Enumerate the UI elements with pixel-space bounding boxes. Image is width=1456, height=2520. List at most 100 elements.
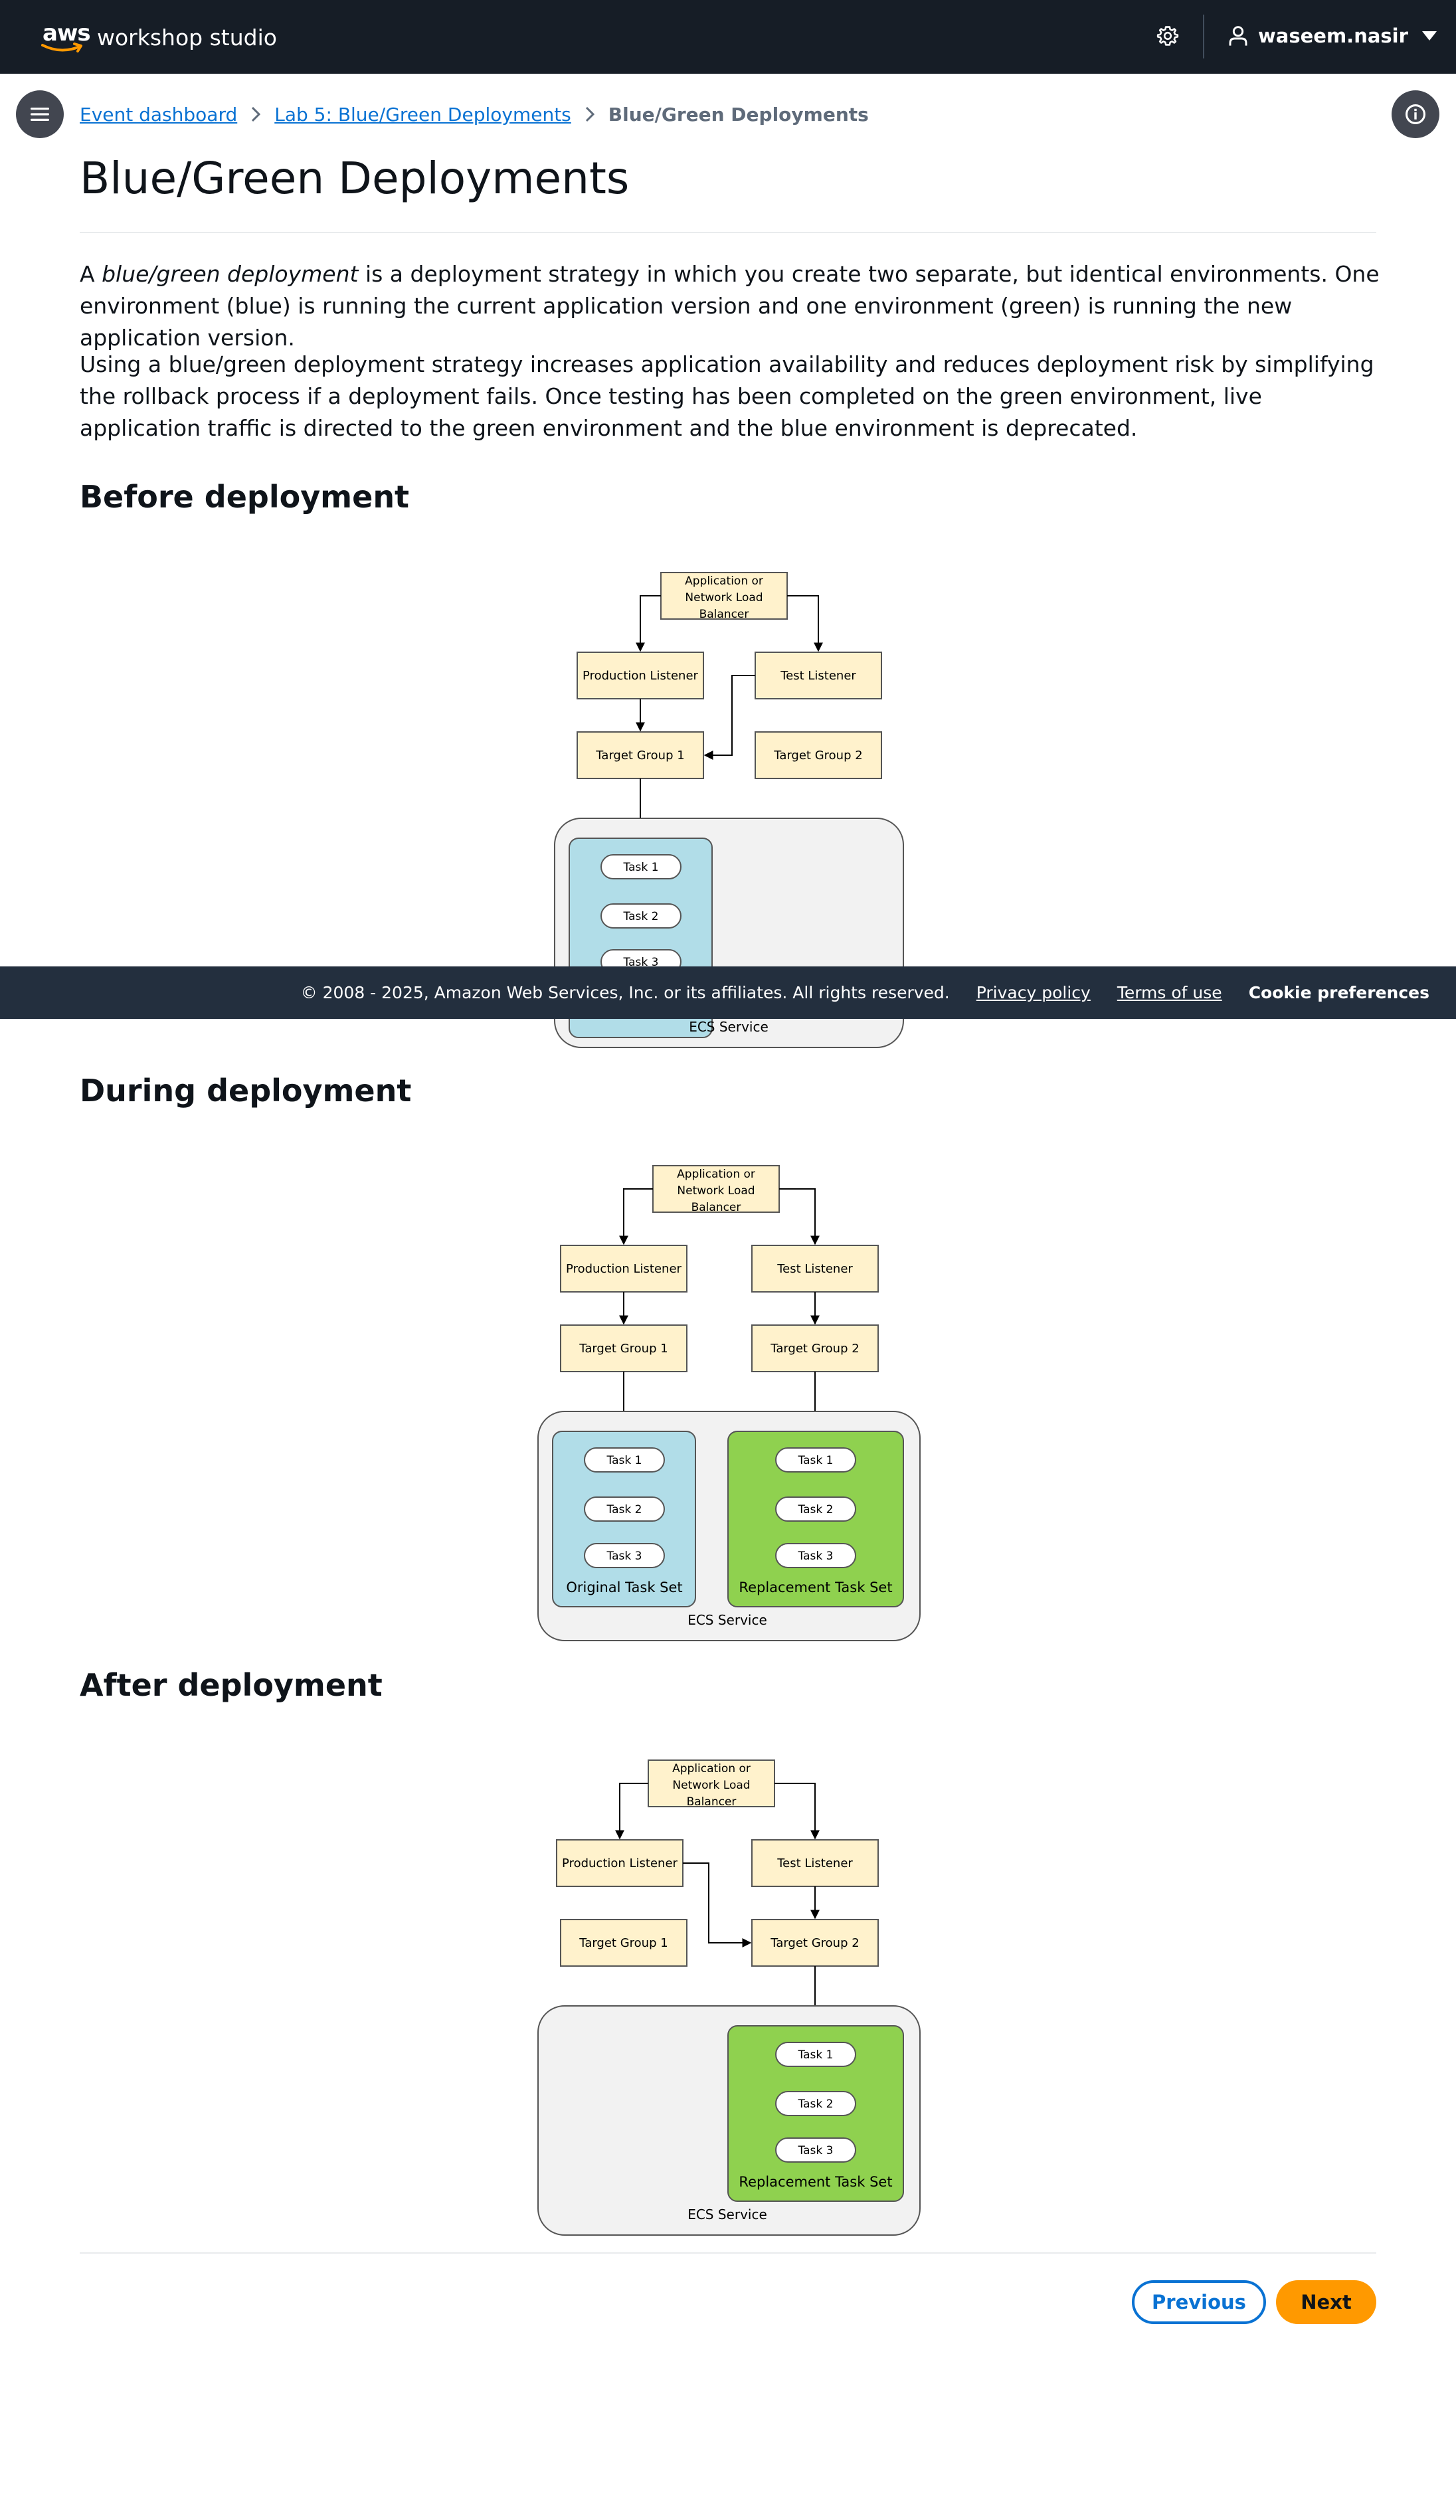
- target-group-2-box: [751, 1324, 879, 1372]
- task-3-label: Task 3: [606, 1550, 642, 1563]
- breadcrumb-current: Blue/Green Deployments: [608, 103, 869, 126]
- production-listener-label: Production Listener: [583, 669, 699, 683]
- production-listener-box: [577, 652, 704, 699]
- task-2-label: Task 2: [606, 1503, 642, 1516]
- ecs-service-label: ECS Service: [687, 2206, 767, 2222]
- section-after-deployment: After deployment: [80, 1667, 383, 1703]
- next-button[interactable]: Next: [1276, 2280, 1376, 2324]
- chevron-right-icon: [250, 106, 261, 123]
- terms-of-use-link[interactable]: Terms of use: [1117, 983, 1222, 1002]
- previous-button[interactable]: Previous: [1132, 2280, 1266, 2324]
- lb-line-2: Network Load: [685, 591, 763, 604]
- strategy-paragraph: Using a blue/green deployment strategy i…: [80, 351, 1374, 441]
- diagram-during-deployment: Application or Network Load Balancer Pro…: [537, 1165, 921, 1641]
- original-task-set-label: Original Task Set: [566, 1579, 682, 1595]
- aws-logo-text: aws: [43, 20, 91, 46]
- target-group-1-box: [560, 1919, 687, 1967]
- diagram-after-deployment: Application or Network Load Balancer Pro…: [537, 1759, 921, 2236]
- production-listener-label: Production Listener: [566, 1262, 682, 1276]
- production-listener-label: Production Listener: [562, 1856, 678, 1870]
- task-1-label: Task 1: [606, 1454, 642, 1467]
- production-listener-box: [556, 1839, 683, 1887]
- info-panel-button[interactable]: [1392, 90, 1439, 138]
- lb-line-1: Application or: [672, 1762, 751, 1775]
- target-group-2-label: Target Group 2: [773, 749, 862, 763]
- task-2: [775, 1496, 856, 1522]
- intro-suffix: is a deployment strategy in which you cr…: [80, 261, 1380, 351]
- nav-divider: [1203, 15, 1204, 58]
- user-name: waseem.nasir: [1258, 25, 1408, 47]
- test-listener-box: [751, 1839, 879, 1887]
- production-listener-box: [560, 1245, 687, 1293]
- target-group-1-label: Target Group 1: [579, 1936, 668, 1950]
- caret-down-icon: [1421, 31, 1437, 41]
- load-balancer-box: [648, 1759, 775, 1807]
- aws-logo: aws: [41, 19, 91, 56]
- section-during-deployment: During deployment: [80, 1073, 412, 1109]
- aws-smile-icon: [41, 43, 82, 52]
- replacement-task-set-label: Replacement Task Set: [739, 2174, 892, 2190]
- task-2: [584, 1496, 665, 1522]
- target-group-2-box: [755, 731, 882, 779]
- app-name: workshop studio: [97, 24, 277, 50]
- top-navigation: aws workshop studio waseem.nasir: [0, 0, 1456, 74]
- brand-link[interactable]: aws workshop studio: [41, 19, 277, 56]
- cookie-preferences-link[interactable]: Cookie preferences: [1248, 983, 1429, 1002]
- settings-button[interactable]: [1153, 21, 1182, 50]
- task-3-label: Task 3: [623, 956, 659, 969]
- task-3-label: Task 3: [798, 2144, 834, 2157]
- gear-icon: [1156, 26, 1179, 46]
- target-group-1-label: Target Group 1: [579, 1342, 668, 1356]
- footer-bar: © 2008 - 2025, Amazon Web Services, Inc.…: [0, 966, 1456, 1019]
- target-group-2-label: Target Group 2: [770, 1342, 859, 1356]
- task-2: [600, 903, 682, 929]
- target-group-1-label: Target Group 1: [595, 749, 684, 763]
- test-listener-label: Test Listener: [780, 669, 856, 683]
- task-1: [775, 1447, 856, 1473]
- footer-copyright: © 2008 - 2025, Amazon Web Services, Inc.…: [300, 983, 950, 1002]
- lb-line-1: Application or: [677, 1168, 755, 1181]
- task-3: [584, 1543, 665, 1568]
- task-2-label: Task 2: [798, 1503, 834, 1516]
- target-group-2-label: Target Group 2: [770, 1936, 859, 1950]
- task-1: [775, 2042, 856, 2067]
- title-divider: [80, 232, 1376, 233]
- task-3: [775, 2137, 856, 2163]
- lb-line-3: Balancer: [699, 608, 749, 621]
- intro-paragraph: A blue/green deployment is a deployment …: [80, 258, 1382, 354]
- test-listener-box: [751, 1245, 879, 1293]
- intro-emphasis: blue/green deployment: [102, 261, 359, 287]
- test-listener-box: [755, 652, 882, 699]
- intro-prefix: A: [80, 261, 102, 287]
- side-menu-button[interactable]: [16, 90, 64, 138]
- ecs-service-label: ECS Service: [689, 1019, 769, 1035]
- section-before-deployment: Before deployment: [80, 479, 410, 515]
- task-3: [775, 1543, 856, 1568]
- page-title: Blue/Green Deployments: [80, 153, 630, 204]
- task-3-label: Task 3: [798, 1550, 834, 1563]
- chevron-right-icon: [585, 106, 595, 123]
- task-1: [600, 854, 682, 879]
- ecs-service-label: ECS Service: [687, 1612, 767, 1628]
- test-listener-label: Test Listener: [776, 1262, 853, 1276]
- task-2: [775, 2091, 856, 2116]
- task-2-label: Task 2: [623, 910, 659, 923]
- task-1-label: Task 1: [798, 1454, 834, 1467]
- user-icon: [1229, 26, 1247, 46]
- test-listener-label: Test Listener: [776, 1856, 853, 1870]
- bottom-divider: [80, 2252, 1376, 2254]
- user-menu[interactable]: waseem.nasir: [1228, 19, 1437, 53]
- lb-line-2: Network Load: [677, 1184, 755, 1198]
- task-2-label: Task 2: [798, 2098, 834, 2111]
- replacement-task-set-label: Replacement Task Set: [739, 1579, 892, 1595]
- info-icon: [1405, 104, 1426, 125]
- breadcrumb-event-dashboard[interactable]: Event dashboard: [80, 103, 238, 126]
- hamburger-menu-icon: [31, 108, 49, 121]
- breadcrumb-lab-5[interactable]: Lab 5: Blue/Green Deployments: [274, 103, 571, 126]
- lb-line-3: Balancer: [687, 1795, 737, 1809]
- task-1-label: Task 1: [798, 2048, 834, 2062]
- lb-line-1: Application or: [685, 575, 763, 588]
- privacy-policy-link[interactable]: Privacy policy: [976, 983, 1091, 1002]
- lb-line-2: Network Load: [672, 1779, 750, 1792]
- load-balancer-box: [652, 1165, 780, 1213]
